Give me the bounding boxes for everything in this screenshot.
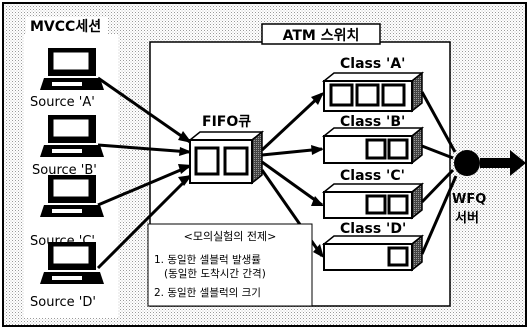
atm-switch-title: ATM 스위치 bbox=[283, 28, 360, 44]
source-label: Source 'D' bbox=[30, 295, 96, 310]
cell-block bbox=[387, 194, 409, 215]
source-label: Source 'B' bbox=[32, 163, 97, 178]
class-a-queue: Class 'A' bbox=[321, 56, 425, 113]
wfq-server: WFQ 서버 bbox=[452, 150, 526, 226]
source-d: Source 'D' bbox=[30, 242, 104, 310]
class-d-queue: Class 'D' bbox=[321, 221, 425, 272]
cell-block bbox=[329, 83, 354, 107]
premise-item: 1. 동일한 셀블럭 발생률 bbox=[154, 253, 261, 266]
cell-block bbox=[381, 83, 406, 107]
class-label: Class 'A' bbox=[340, 56, 405, 72]
class-label: Class 'C' bbox=[340, 168, 405, 184]
class-b-queue: Class 'B' bbox=[321, 114, 425, 165]
class-label: Class 'B' bbox=[340, 114, 405, 130]
source-c: Source 'C' bbox=[30, 175, 104, 249]
fifo-cell bbox=[194, 146, 220, 176]
source-links bbox=[96, 76, 192, 270]
premise-item: 2. 동일한 셀블럭의 크기 bbox=[154, 286, 261, 299]
cell-block bbox=[365, 138, 387, 160]
cell-block bbox=[365, 194, 387, 215]
server-label: WFQ bbox=[452, 192, 486, 207]
premise-item: (동일한 도착시간 간격) bbox=[164, 267, 266, 280]
output-arrow bbox=[480, 150, 526, 176]
source-label: Source 'A' bbox=[30, 95, 95, 110]
premise-title: <모의실험의 전제> bbox=[184, 230, 277, 243]
cell-block bbox=[387, 246, 409, 267]
server-node bbox=[454, 150, 480, 176]
source-a: Source 'A' bbox=[30, 48, 104, 110]
source-arrowheads bbox=[178, 131, 192, 186]
class-arrowheads bbox=[311, 92, 324, 258]
server-label: 서버 bbox=[455, 210, 479, 226]
cell-block bbox=[387, 138, 409, 160]
class-label: Class 'D' bbox=[340, 221, 406, 237]
simulation-premise-box: <모의실험의 전제> 1. 동일한 셀블럭 발생률 (동일한 도착시간 간격) … bbox=[147, 223, 313, 307]
cell-block bbox=[355, 83, 380, 107]
fifo-queue: FIFO큐 bbox=[187, 114, 265, 185]
mvcc-session-title: MVCC세션 bbox=[30, 18, 101, 35]
class-to-server-links bbox=[420, 91, 458, 255]
source-b: Source 'B' bbox=[32, 115, 104, 178]
class-c-queue: Class 'C' bbox=[321, 168, 425, 220]
fifo-cell bbox=[223, 146, 249, 176]
fifo-label: FIFO큐 bbox=[202, 114, 251, 130]
